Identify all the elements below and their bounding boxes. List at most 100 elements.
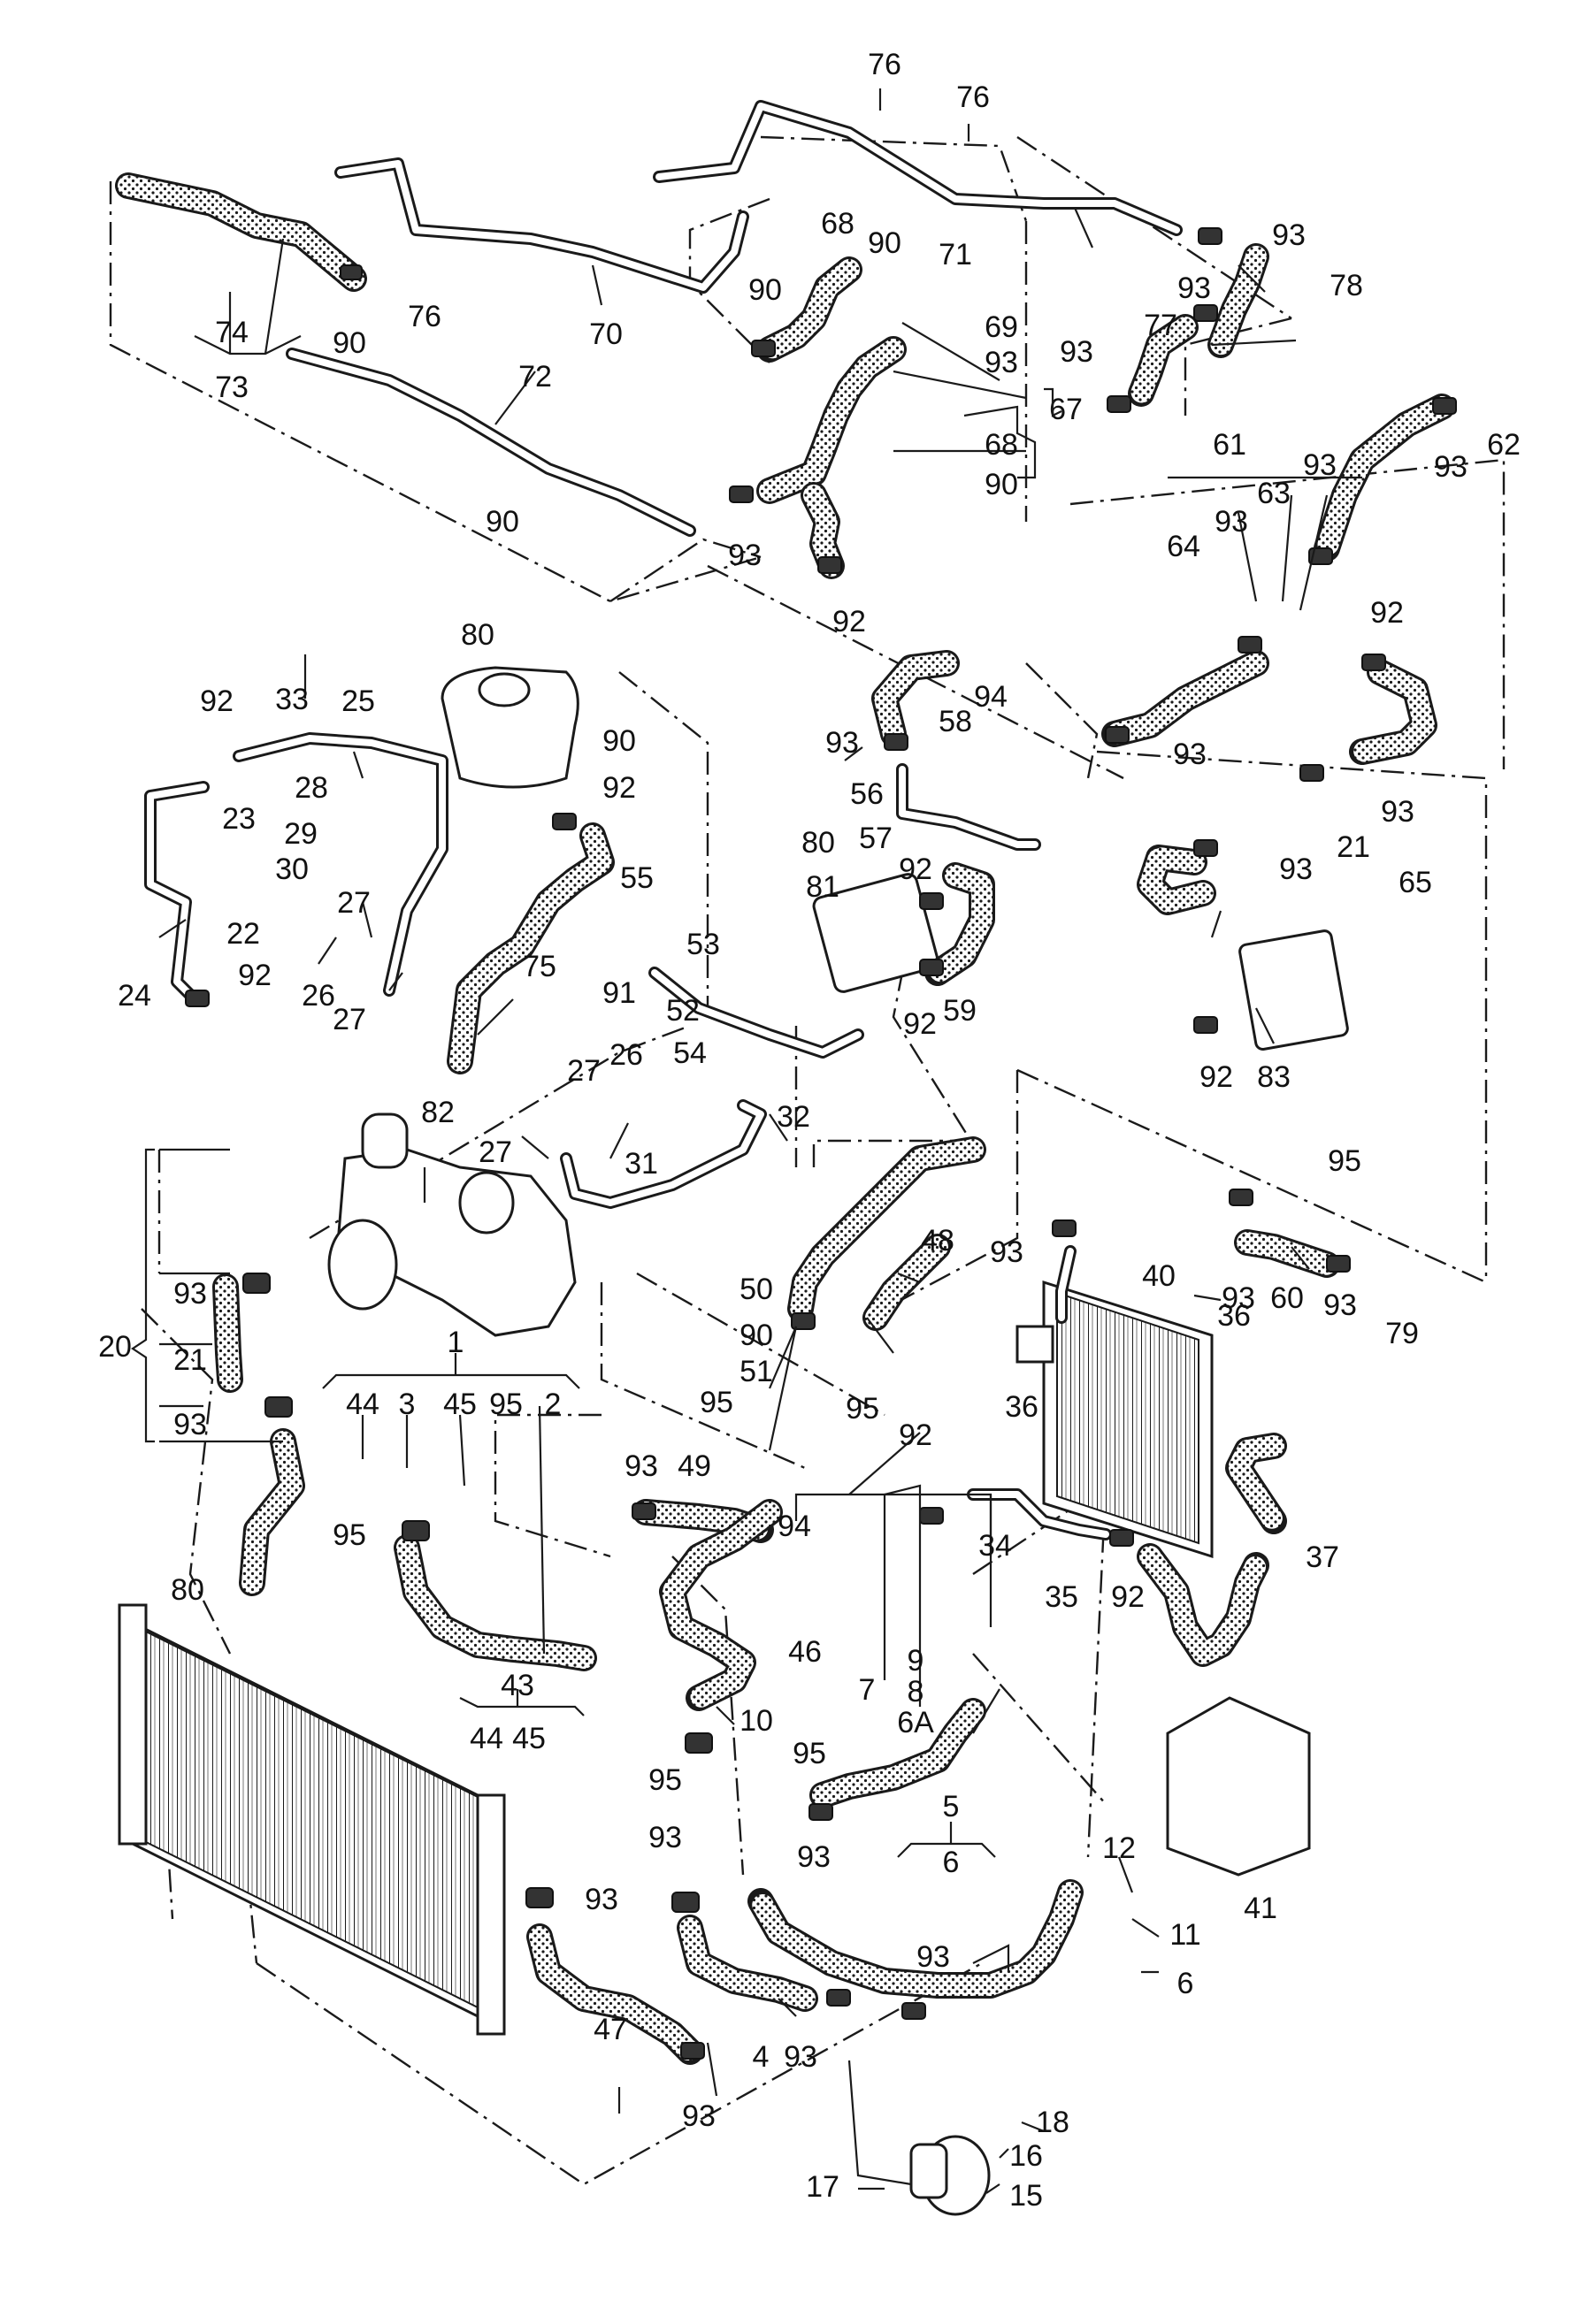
callout-22: 22	[226, 917, 260, 951]
callout-90: 90	[985, 468, 1018, 501]
callout-51: 51	[740, 1355, 773, 1388]
callout-5: 5	[943, 1790, 960, 1823]
callout-6A: 6A	[897, 1706, 934, 1739]
callout-numbers: 76 76 76 74 73 90 70 72 90 68 90 90 71 6…	[98, 48, 1521, 2213]
callout-32: 32	[777, 1100, 810, 1134]
callout-93: 93	[173, 1277, 207, 1311]
callout-27: 27	[479, 1135, 512, 1169]
callout-25: 25	[341, 684, 375, 718]
callout-67: 67	[1049, 393, 1083, 426]
callout-92: 92	[1111, 1580, 1145, 1614]
callout-70: 70	[589, 317, 623, 351]
callout-8: 8	[908, 1675, 924, 1709]
callout-11: 11	[1169, 1918, 1200, 1952]
callout-90: 90	[333, 326, 366, 360]
hose-clamps	[185, 227, 1457, 2060]
callout-54: 54	[673, 1036, 707, 1070]
callout-74: 74	[215, 316, 249, 349]
callout-93: 93	[1272, 218, 1306, 252]
callout-93: 93	[1173, 738, 1207, 771]
callout-95: 95	[1328, 1144, 1361, 1178]
callout-90: 90	[868, 226, 901, 260]
callout-90: 90	[486, 505, 519, 539]
callout-44: 44	[470, 1722, 503, 1755]
callout-37: 37	[1306, 1540, 1339, 1574]
assembly-boundaries	[109, 135, 1506, 2186]
callout-77: 77	[1144, 309, 1177, 342]
callout-1: 1	[448, 1326, 464, 1359]
callout-46: 46	[788, 1635, 822, 1669]
callout-90: 90	[602, 724, 636, 758]
callout-90: 90	[740, 1319, 773, 1352]
callout-92: 92	[832, 605, 866, 638]
callout-36: 36	[1217, 1299, 1251, 1333]
callout-53: 53	[686, 928, 720, 961]
callout-45: 45	[443, 1388, 477, 1421]
callout-93: 93	[1381, 795, 1414, 829]
callout-4: 4	[753, 2040, 770, 2074]
callout-93: 93	[1060, 335, 1093, 369]
callout-20: 20	[98, 1330, 132, 1364]
callout-95: 95	[700, 1386, 733, 1419]
callout-93: 93	[797, 1840, 831, 1874]
callout-95: 95	[489, 1388, 523, 1421]
callout-30: 30	[275, 852, 309, 886]
callout-68: 68	[985, 428, 1018, 462]
callout-27: 27	[567, 1054, 601, 1088]
callout-2: 2	[545, 1388, 562, 1421]
callout-92: 92	[899, 852, 932, 886]
callout-80: 80	[171, 1573, 204, 1607]
callout-90: 90	[748, 273, 782, 307]
callout-92: 92	[238, 959, 272, 992]
callout-92: 92	[602, 771, 636, 805]
callout-93: 93	[648, 1821, 682, 1854]
callout-31: 31	[625, 1147, 658, 1181]
turbocharger	[327, 1112, 577, 1337]
callout-12: 12	[1102, 1831, 1136, 1865]
callout-26: 26	[609, 1038, 643, 1072]
callout-76-top: 76	[868, 48, 901, 81]
callout-35: 35	[1045, 1580, 1078, 1614]
callout-92: 92	[1199, 1060, 1233, 1094]
callout-94: 94	[974, 680, 1008, 714]
callout-18: 18	[1036, 2106, 1069, 2139]
callout-52: 52	[666, 994, 700, 1028]
callout-60: 60	[1270, 1281, 1304, 1315]
group-brackets	[131, 387, 1062, 1443]
callout-29: 29	[284, 817, 318, 851]
radiator	[118, 1603, 506, 2036]
callout-58: 58	[939, 705, 972, 738]
callout-17: 17	[806, 2170, 839, 2204]
callout-76-right: 76	[956, 80, 990, 114]
callout-27: 27	[337, 886, 371, 920]
callout-3: 3	[399, 1388, 416, 1421]
callout-94: 94	[778, 1510, 811, 1543]
callout-93: 93	[625, 1449, 658, 1483]
oil-cooler	[812, 873, 939, 993]
callout-6: 6	[1177, 1967, 1194, 2000]
callout-93: 93	[784, 2040, 817, 2074]
callout-41: 41	[1244, 1892, 1277, 1925]
callout-57: 57	[859, 822, 893, 855]
callout-95: 95	[846, 1392, 879, 1426]
callout-59: 59	[943, 994, 977, 1028]
callout-92: 92	[899, 1418, 932, 1452]
callout-81: 81	[806, 870, 839, 904]
callout-95: 95	[648, 1763, 682, 1797]
callout-64: 64	[1167, 530, 1200, 563]
callout-80: 80	[461, 618, 494, 652]
intercooler	[1015, 1280, 1214, 1559]
callout-93: 93	[1222, 1281, 1255, 1315]
callout-63: 63	[1257, 477, 1291, 510]
callout-15: 15	[1009, 2179, 1043, 2213]
callout-93: 93	[1303, 448, 1337, 482]
callout-93: 93	[916, 1940, 950, 1974]
callout-6: 6	[943, 1846, 960, 1879]
callout-62: 62	[1487, 428, 1521, 462]
callout-93: 93	[1279, 852, 1313, 886]
callout-80: 80	[801, 826, 835, 860]
callout-83: 83	[1257, 1060, 1291, 1094]
callout-7: 7	[859, 1673, 876, 1707]
callout-44: 44	[346, 1388, 379, 1421]
